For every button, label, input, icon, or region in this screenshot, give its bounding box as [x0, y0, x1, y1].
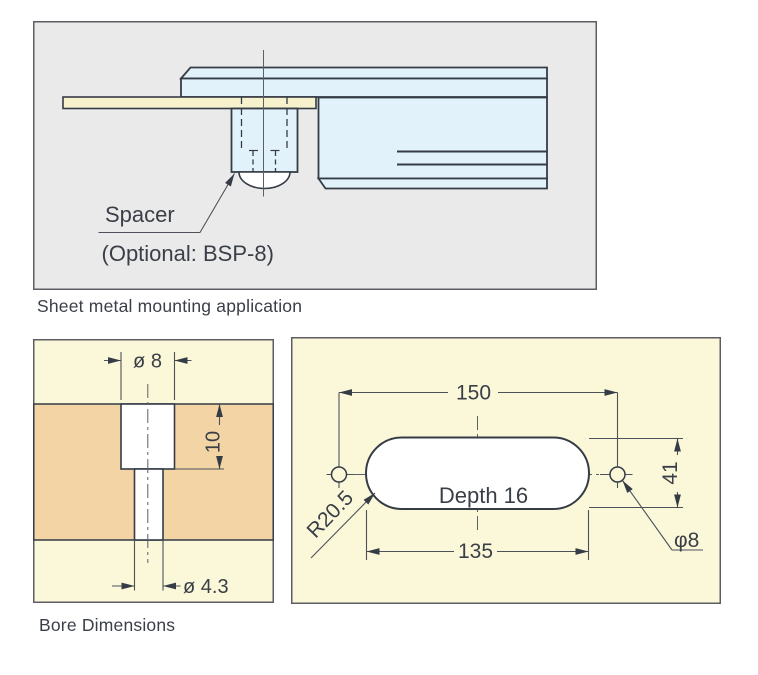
left-screw-hole: [330, 466, 348, 483]
svg-text:φ8: φ8: [674, 529, 699, 552]
bore-dimensions-drawing: ø 8 10 ø 4.3: [33, 339, 274, 603]
svg-text:150: 150: [456, 382, 491, 405]
spacer-leader-line: [98, 173, 235, 234]
mounting-application-caption: Sheet metal mounting application: [37, 296, 303, 316]
spacer-cylinder: [230, 107, 299, 173]
dimension-depth-10: 10: [174, 404, 225, 470]
rail-bar-front-face: [180, 77, 548, 98]
svg-text:ø 4.3: ø 4.3: [183, 576, 229, 598]
dimension-135: 135: [365, 510, 590, 563]
dimension-hole-diameter-8: φ8: [622, 480, 703, 552]
spacer-label: Spacer: [105, 202, 175, 227]
spacer-dome: [238, 171, 291, 190]
bore-dimensions-caption: Bore Dimensions: [39, 615, 176, 635]
slot-depth-note: Depth 16: [439, 483, 528, 508]
right-screw-hole: [609, 466, 626, 483]
rail-body-bottom-face: [316, 177, 548, 190]
slot-cutout: [365, 436, 590, 510]
spacer-optional-label: (Optional: BSP-8): [102, 241, 274, 266]
svg-text:135: 135: [458, 540, 493, 563]
drilling-template-drawing: 150 135 41 R20.5 φ8: [291, 337, 721, 604]
dimension-41: 41: [589, 437, 683, 509]
dimension-diameter-4-3: ø 4.3: [112, 540, 229, 598]
dimension-150: 150: [339, 382, 618, 405]
rail-bar-top-face: [179, 66, 548, 80]
dimension-diameter-8: ø 8: [104, 351, 192, 400]
svg-text:41: 41: [659, 461, 682, 484]
mounting-application-drawing: Spacer (Optional: BSP-8): [33, 21, 597, 290]
sheet-metal: [62, 96, 317, 110]
hidden-thread-lines: [240, 97, 288, 172]
rail-body: [317, 96, 548, 180]
svg-text:10: 10: [203, 431, 225, 453]
bore-through-hole: [133, 468, 164, 541]
svg-text:ø 8: ø 8: [133, 351, 162, 373]
